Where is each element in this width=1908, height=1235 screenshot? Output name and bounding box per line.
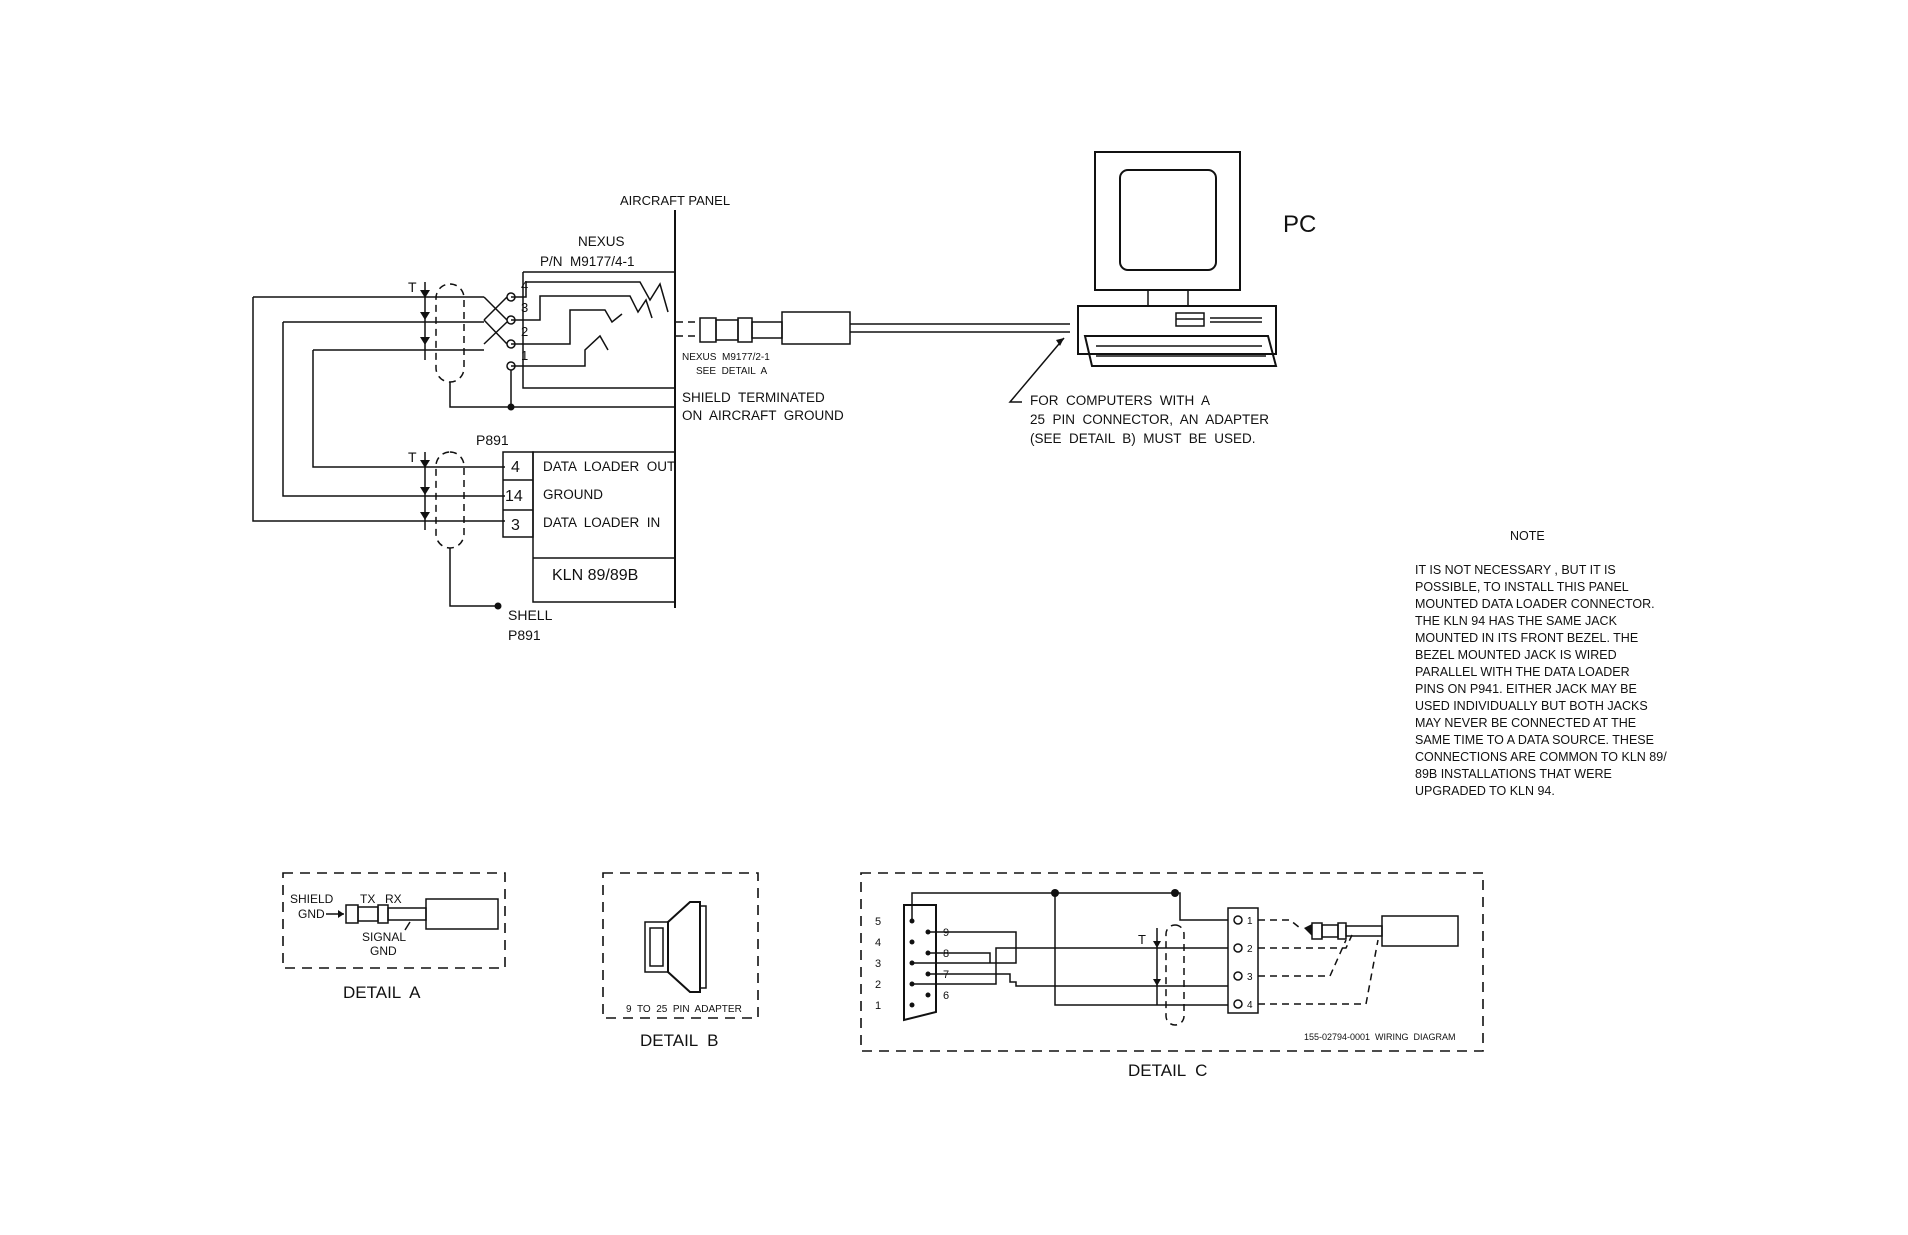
- jack-pin-label: 3: [521, 300, 528, 315]
- p891-label: P891: [476, 432, 509, 448]
- connector-pin: 14: [505, 488, 523, 505]
- detail-c-frame: [860, 872, 1484, 1052]
- shield-terminated-line1: SHIELD TERMINATED: [682, 390, 825, 405]
- detail-a-plug: [425, 898, 499, 930]
- note-line: PARALLEL WITH THE DATA LOADER: [1415, 665, 1630, 679]
- detail-c-jack-pin: 2: [1247, 944, 1253, 955]
- loop-inner: [312, 350, 505, 468]
- shell-drain: [449, 548, 496, 607]
- note-line: MOUNTED DATA LOADER CONNECTOR.: [1415, 597, 1655, 611]
- jack-pin-label: 1: [521, 348, 528, 363]
- see-detail-a: SEE DETAIL A: [696, 366, 767, 377]
- jack-contact-sleeve: [511, 334, 609, 367]
- detail-c-jack-pin: 4: [1247, 1000, 1253, 1011]
- note-line: UPGRADED TO KLN 94.: [1415, 784, 1555, 798]
- jack-contact-tip: [511, 281, 669, 313]
- jack-contact-ring2: [511, 309, 623, 345]
- detail-b: 9 TO 25 PIN ADAPTER DETAIL B: [602, 872, 759, 1050]
- computers-note-line3: (SEE DETAIL B) MUST BE USED.: [1030, 431, 1256, 446]
- loop-middle: [282, 322, 505, 497]
- plug-part-number: NEXUS M9177/2-1: [682, 352, 770, 363]
- db9-pin-left: 5: [875, 916, 881, 928]
- db9-connector: [903, 904, 937, 1022]
- detail-c-jack-block: [1227, 907, 1259, 1014]
- twist-label: T: [408, 279, 417, 295]
- detail-c-jack-pin: 3: [1247, 972, 1253, 983]
- note-line: SAME TIME TO A DATA SOURCE. THESE: [1415, 733, 1654, 747]
- note-line: IT IS NOT NECESSARY , BUT IT IS: [1415, 563, 1616, 577]
- aircraft-panel-label: AIRCRAFT PANEL: [620, 193, 730, 208]
- note-line: 89B INSTALLATIONS THAT WERE: [1415, 767, 1612, 781]
- jack-pin-label: 2: [521, 324, 528, 339]
- main-schematic: AIRCRAFT PANEL NEXUS P/N M9177/4-1 4 3 2…: [252, 151, 1316, 643]
- detail-a-frame: [282, 872, 506, 969]
- shield-terminated-line2: ON AIRCRAFT GROUND: [682, 408, 844, 423]
- computers-note-line1: FOR COMPUTERS WITH A: [1030, 393, 1210, 408]
- detail-b-frame: [602, 872, 759, 1019]
- computers-note-line2: 25 PIN CONNECTOR, AN ADAPTER: [1030, 412, 1269, 427]
- connector-signal: DATA LOADER OUT: [543, 459, 675, 474]
- shell-label: SHELL: [508, 607, 553, 623]
- note-line: CONNECTIONS ARE COMMON TO KLN 89/: [1415, 750, 1667, 764]
- shell-p891-label: P891: [508, 627, 541, 643]
- detail-c-jack-pin: 1: [1247, 916, 1253, 927]
- detail-a-shield: SHIELD: [290, 892, 334, 906]
- loop-outer: [252, 297, 505, 522]
- pc-illustration: [1077, 151, 1278, 367]
- db9-pin-left: 4: [875, 937, 881, 949]
- db9-pin-left: 2: [875, 979, 881, 991]
- shield-upper: [435, 283, 465, 383]
- connector-pin: 4: [511, 459, 520, 476]
- note-line: USED INDIVIDUALLY BUT BOTH JACKS: [1415, 699, 1648, 713]
- callout-leader: [1008, 337, 1065, 403]
- note-line: MOUNTED IN ITS FRONT BEZEL. THE: [1415, 631, 1638, 645]
- detail-a-gnd: GND: [298, 907, 325, 921]
- detail-b-caption: DETAIL B: [640, 1031, 718, 1050]
- detail-a-signal: SIGNAL: [362, 930, 406, 944]
- db9-pin-right: 6: [943, 990, 949, 1002]
- detail-a-rx: RX: [385, 892, 402, 906]
- note-line: MAY NEVER BE CONNECTED AT THE: [1415, 716, 1636, 730]
- jack-pin-label: 4: [521, 278, 528, 293]
- db9-pin-right: 7: [943, 969, 949, 981]
- detail-c-plug: [1381, 915, 1459, 947]
- twist-label-lower: T: [408, 449, 417, 465]
- note-line: PINS ON P941. EITHER JACK MAY BE: [1415, 682, 1637, 696]
- connector-signal: DATA LOADER IN: [543, 515, 660, 530]
- connector-signal: GROUND: [543, 487, 603, 502]
- shield-drain: [449, 382, 675, 408]
- detail-c-twist: T: [1138, 932, 1146, 947]
- plug-body: [781, 311, 851, 345]
- detail-c: 5 4 3 2 1 9 8 7 6 T 1 2 3 4: [860, 872, 1484, 1080]
- db9-pin-right: 9: [943, 927, 949, 939]
- nexus-part-number: P/N M9177/4-1: [540, 254, 635, 269]
- kln-label: KLN 89/89B: [552, 567, 638, 584]
- p891-pin-block: [502, 451, 534, 538]
- detail-a-caption: DETAIL A: [343, 983, 421, 1002]
- adapter-shell: [667, 901, 701, 993]
- db9-pin-right: 8: [943, 948, 949, 960]
- note-line: POSSIBLE, TO INSTALL THIS PANEL: [1415, 580, 1629, 594]
- detail-a-signal-gnd: GND: [370, 944, 397, 958]
- note-line: THE KLN 94 HAS THE SAME JACK: [1415, 614, 1618, 628]
- note-block: NOTE IT IS NOT NECESSARY , BUT IT IS POS…: [1415, 529, 1667, 798]
- detail-c-caption: DETAIL C: [1128, 1061, 1207, 1080]
- jack-contact-ring: [511, 295, 653, 321]
- detail-a-tx: TX: [360, 892, 375, 906]
- note-line: BEZEL MOUNTED JACK IS WIRED: [1415, 648, 1617, 662]
- db9-pin-left: 1: [875, 1000, 881, 1012]
- db9-pin-left: 3: [875, 958, 881, 970]
- detail-a: SHIELD GND TX RX SIGNAL GND DETAIL A: [282, 872, 506, 1002]
- detail-c-part-number: 155-02794-0001 WIRING DIAGRAM: [1304, 1032, 1456, 1042]
- pc-label: PC: [1283, 211, 1316, 238]
- connector-pin: 3: [511, 517, 520, 534]
- adapter-label: 9 TO 25 PIN ADAPTER: [626, 1004, 742, 1015]
- note-title: NOTE: [1510, 529, 1545, 543]
- nexus-label: NEXUS: [578, 234, 625, 249]
- jack-box: [522, 271, 675, 389]
